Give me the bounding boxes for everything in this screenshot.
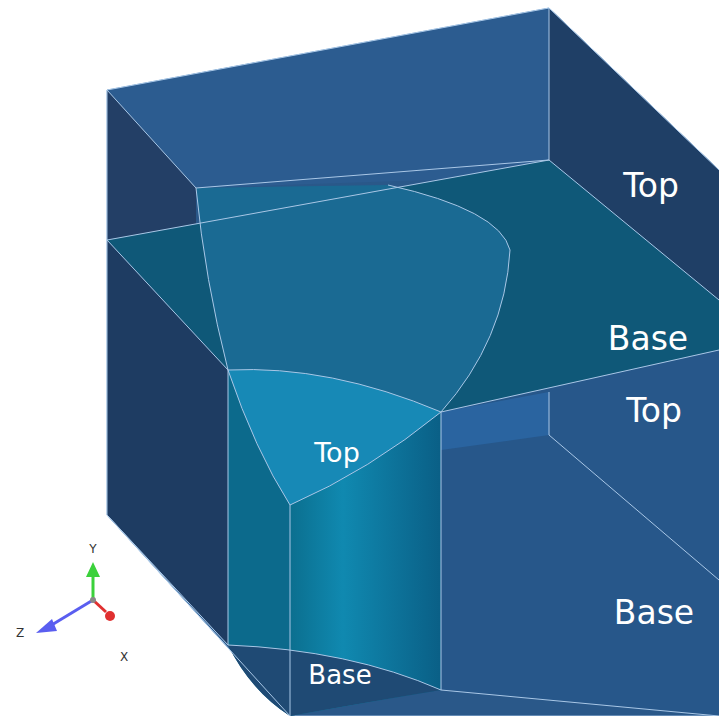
face-label: Top bbox=[626, 394, 682, 427]
axis-label: X bbox=[120, 651, 128, 663]
axis-label: Z bbox=[16, 627, 24, 639]
face-label: Base bbox=[614, 596, 694, 629]
face-label: Top bbox=[314, 439, 360, 466]
axis-label: Y bbox=[89, 543, 96, 555]
face-label: Top bbox=[623, 169, 679, 202]
face-label: Base bbox=[308, 662, 371, 688]
face-label: Base bbox=[608, 322, 688, 355]
axis-triad bbox=[36, 562, 115, 633]
